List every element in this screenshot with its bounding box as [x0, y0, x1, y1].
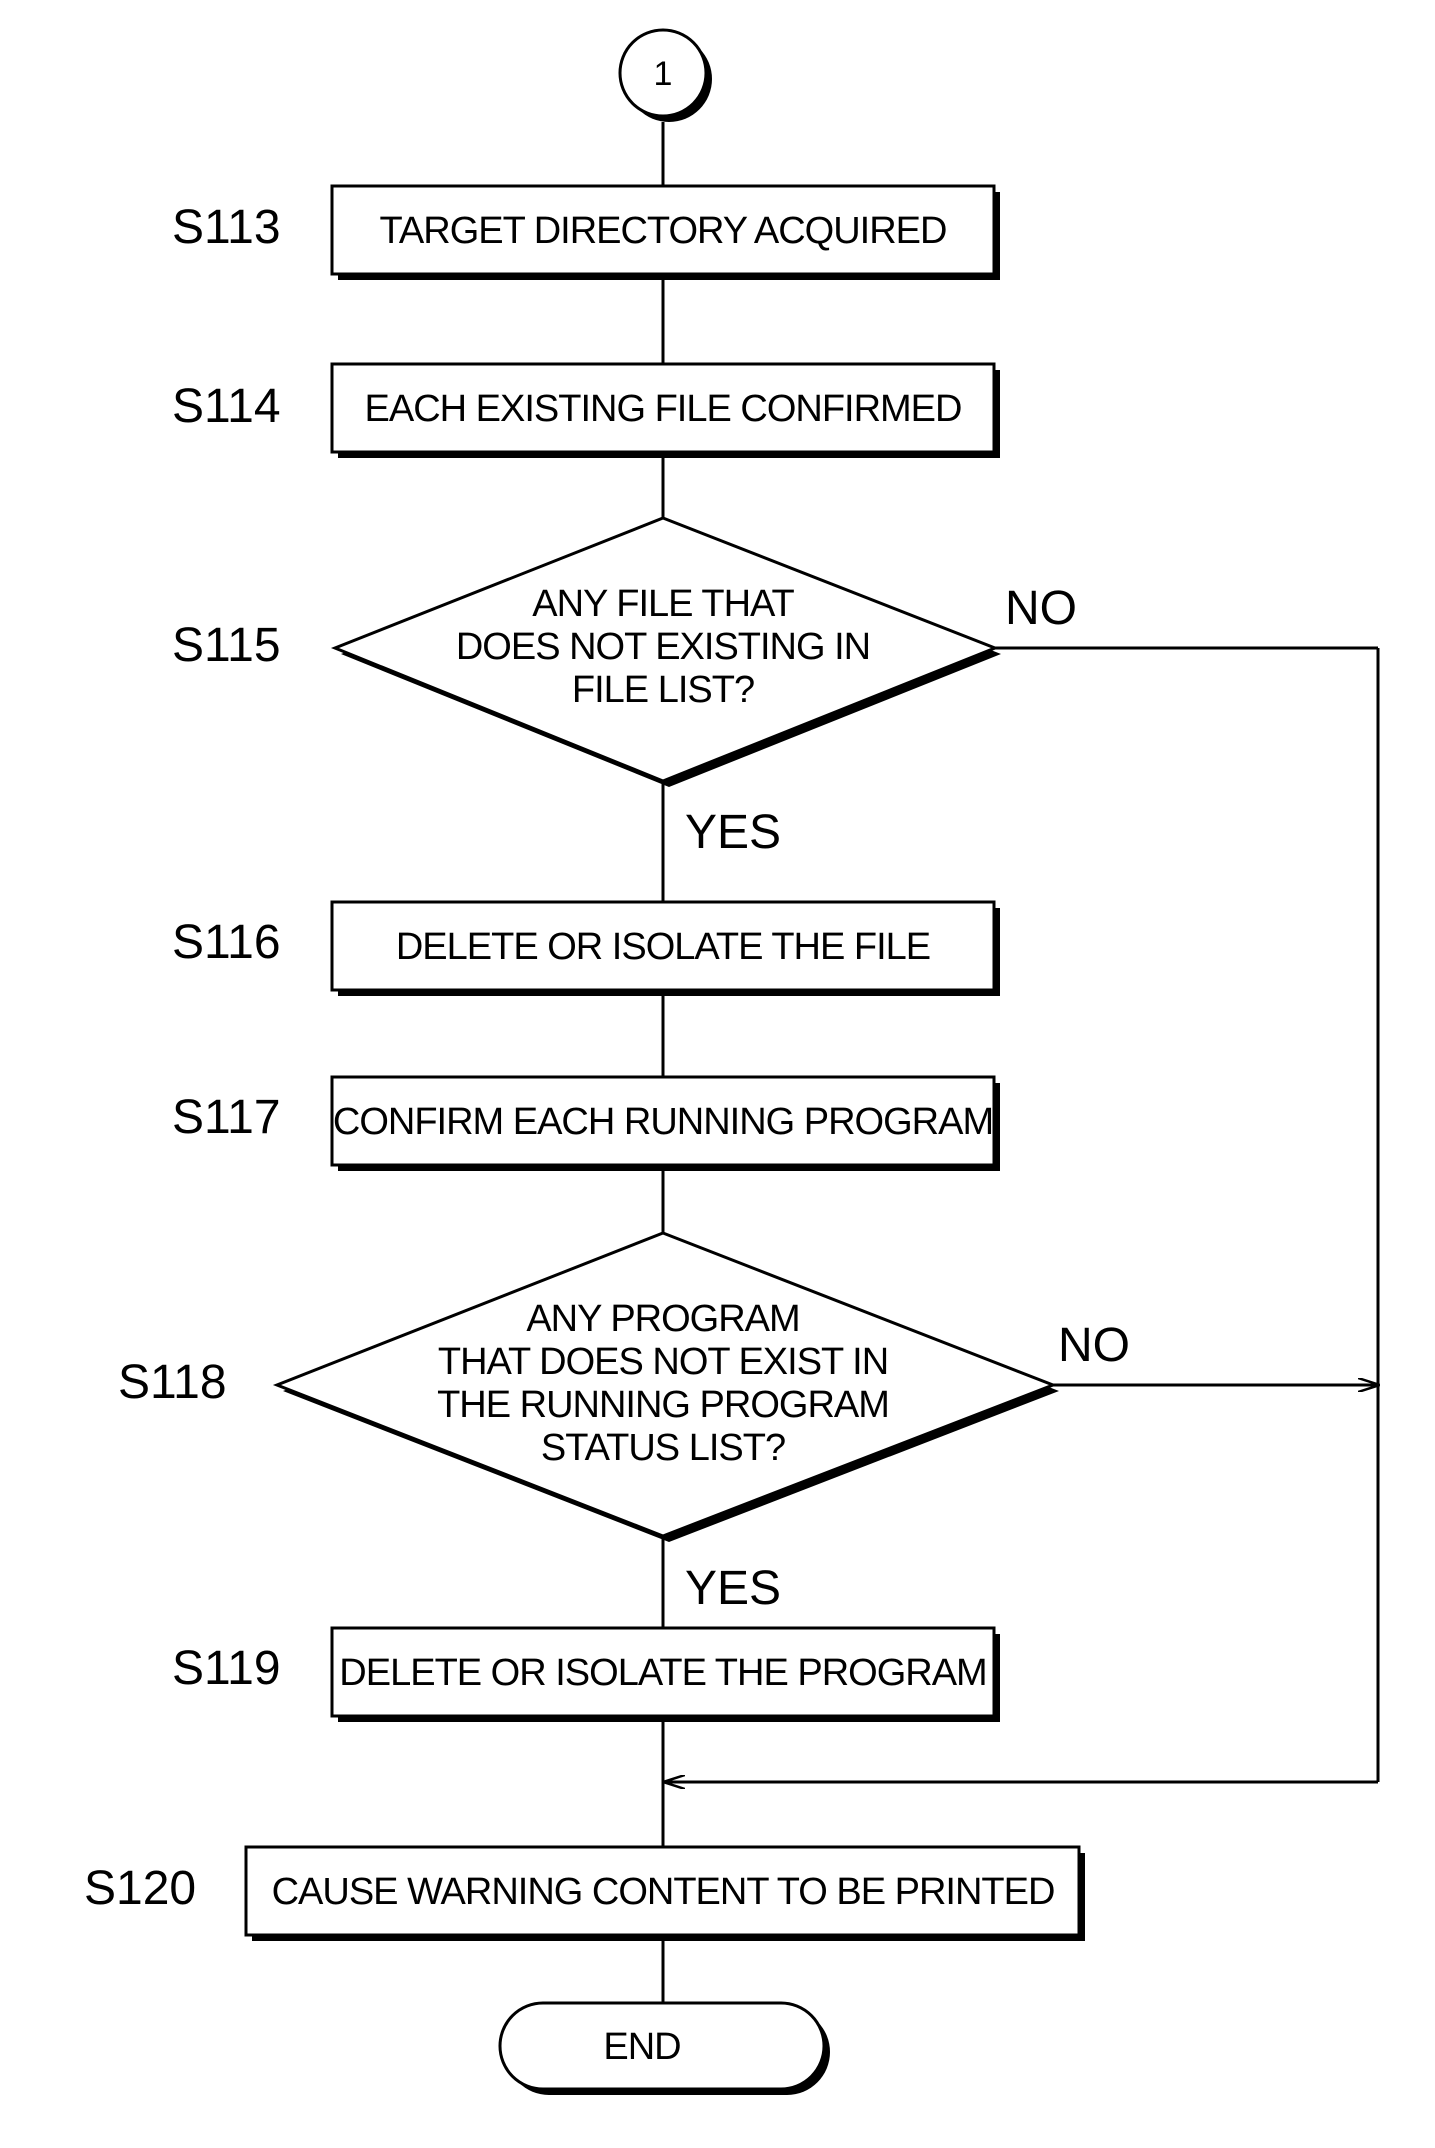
- decision-line-s115-2: DOES NOT EXISTING IN: [456, 626, 870, 668]
- process-box-s119: DELETE OR ISOLATE THE PROGRAM: [332, 1628, 1000, 1722]
- step-id-s116: S116: [172, 916, 281, 969]
- step-id-s115: S115: [172, 619, 281, 672]
- decision-line-s118-1: ANY PROGRAM: [526, 1298, 799, 1340]
- decision-line-s115-3: FILE LIST?: [572, 669, 754, 711]
- step-id-s113: S113: [172, 201, 281, 254]
- start-connector: 1: [620, 30, 712, 122]
- decision-line-s118-4: STATUS LIST?: [541, 1427, 785, 1469]
- process-text-s120: CAUSE WARNING CONTENT TO BE PRINTED: [272, 1871, 1055, 1913]
- process-text-s116: DELETE OR ISOLATE THE FILE: [396, 926, 930, 968]
- branch-label-yes-s115: YES: [685, 806, 781, 859]
- process-text-s113: TARGET DIRECTORY ACQUIRED: [380, 210, 947, 252]
- decision-s118: ANY PROGRAM THAT DOES NOT EXIST IN THE R…: [277, 1233, 1059, 1542]
- branch-label-no-s118: NO: [1058, 1319, 1130, 1372]
- process-text-s114: EACH EXISTING FILE CONFIRMED: [365, 388, 962, 430]
- process-box-s117: CONFIRM EACH RUNNING PROGRAM: [332, 1077, 1000, 1171]
- step-id-s119: S119: [172, 1642, 281, 1695]
- decision-line-s118-3: THE RUNNING PROGRAM: [437, 1384, 889, 1426]
- process-text-s117: CONFIRM EACH RUNNING PROGRAM: [333, 1101, 993, 1143]
- decision-line-s115-1: ANY FILE THAT: [532, 583, 794, 625]
- branch-label-no-s115: NO: [1005, 582, 1077, 635]
- end-terminator: END: [500, 2003, 830, 2095]
- end-label: END: [603, 2026, 680, 2068]
- branch-label-yes-s118: YES: [685, 1562, 781, 1615]
- step-id-s120: S120: [84, 1862, 196, 1915]
- decision-line-s118-2: THAT DOES NOT EXIST IN: [438, 1341, 888, 1383]
- process-box-s113: TARGET DIRECTORY ACQUIRED: [332, 186, 1000, 280]
- process-box-s114: EACH EXISTING FILE CONFIRMED: [332, 364, 1000, 458]
- step-id-s117: S117: [172, 1091, 281, 1144]
- step-id-s118: S118: [118, 1356, 227, 1409]
- process-text-s119: DELETE OR ISOLATE THE PROGRAM: [339, 1652, 986, 1694]
- process-box-s120: CAUSE WARNING CONTENT TO BE PRINTED: [246, 1847, 1085, 1941]
- process-box-s116: DELETE OR ISOLATE THE FILE: [332, 902, 1000, 996]
- step-id-s114: S114: [172, 380, 281, 433]
- start-connector-label: 1: [654, 55, 673, 93]
- decision-s115: ANY FILE THAT DOES NOT EXISTING IN FILE …: [335, 518, 1001, 787]
